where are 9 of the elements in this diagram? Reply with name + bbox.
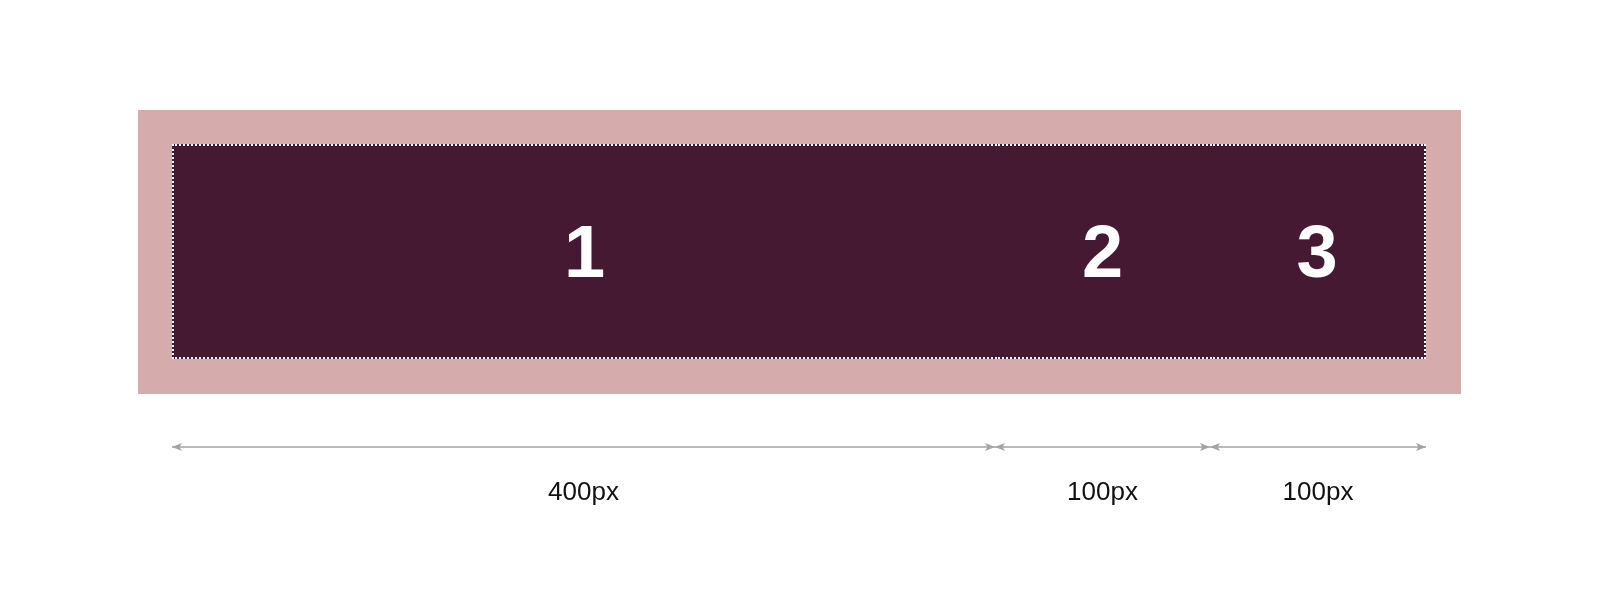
segment-number: 1 — [563, 214, 606, 289]
dimension-label: 100px — [1282, 478, 1354, 504]
dimension-label: 400px — [548, 478, 619, 504]
segment-number: 2 — [1081, 214, 1124, 289]
dimension-label: 100px — [1067, 478, 1138, 504]
segment-number: 3 — [1296, 214, 1338, 289]
container-band — [138, 110, 1461, 394]
segment-box — [1210, 144, 1426, 359]
segment-box — [172, 144, 997, 359]
